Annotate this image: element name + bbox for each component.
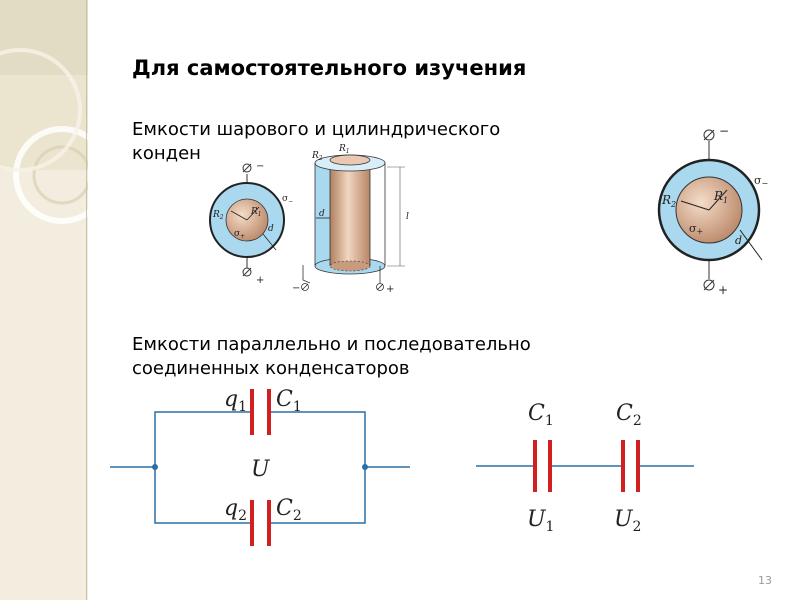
wire-top-right <box>270 411 366 467</box>
capacitor-c2-plate <box>636 440 640 492</box>
sidebar-divider <box>86 0 87 600</box>
wire-bottom-right <box>270 467 366 524</box>
radius-r2 <box>230 210 248 221</box>
terminal-slash <box>242 267 252 277</box>
cylindrical-capacitor: R2 R1 d l − + <box>292 144 409 295</box>
heading-line-truncated: конден <box>132 143 201 164</box>
label-u2: U2 <box>614 507 641 535</box>
terminal-slash <box>703 129 715 141</box>
terminal-slash <box>376 283 384 291</box>
inner-cylinder-top <box>329 154 371 166</box>
minus-sign: − <box>719 124 729 138</box>
inner-cylinder-bottom <box>329 260 371 272</box>
label-q2: q2 <box>224 496 247 524</box>
label-r2: R2 <box>661 193 676 209</box>
label-r1: R1 <box>713 189 728 205</box>
terminal-plus <box>703 279 715 291</box>
terminal-minus <box>703 129 715 141</box>
terminal-minus <box>242 163 252 173</box>
minus-sign: − <box>292 283 300 294</box>
heading-line: Емкости параллельно и последовательно <box>132 334 531 355</box>
label-sigma-minus: σ− <box>282 194 293 205</box>
capacitor-c2-plate <box>250 500 254 546</box>
label-u: U <box>251 457 271 482</box>
plus-sign: + <box>386 284 394 295</box>
label-sigma-plus: σ+ <box>689 222 703 236</box>
radius-r1 <box>246 206 260 221</box>
heading-parallel-series: Емкости параллельно и последовательно со… <box>132 333 531 381</box>
label-c1: C1 <box>276 387 302 415</box>
label-r2: R2 <box>311 151 323 162</box>
plus-sign: + <box>718 283 728 297</box>
radius-r1 <box>708 189 728 211</box>
parallel-circuit: q1 C1 U q2 C2 <box>110 387 410 546</box>
inner-cylinder <box>330 160 370 266</box>
terminal-minus <box>301 283 309 291</box>
capacitor-c1-plate <box>250 389 254 435</box>
label-sigma-minus: σ− <box>754 174 768 188</box>
plus-sign: + <box>256 275 264 286</box>
label-d: d <box>268 224 274 234</box>
terminal-slash <box>703 279 715 291</box>
minus-sign: − <box>256 161 264 172</box>
lead-outer <box>302 265 311 284</box>
heading-line: Емкости шарового и цилиндрического <box>132 119 501 140</box>
capacitor-c1-plate <box>533 440 537 492</box>
terminal-plus <box>376 283 384 291</box>
label-c1: C1 <box>528 401 554 429</box>
label-u1: U1 <box>527 507 554 535</box>
slide-number: 13 <box>758 574 772 587</box>
capacitor-c1-plate <box>267 389 271 435</box>
thickness-arrow <box>262 233 277 251</box>
label-r1: R1 <box>338 144 350 155</box>
label-d: d <box>319 209 325 219</box>
label-c2: C2 <box>276 496 302 524</box>
slide-title: Для самостоятельного изучения <box>132 56 527 80</box>
capacitor-c2-plate <box>621 440 625 492</box>
label-d: d <box>735 234 742 247</box>
outer-cylinder-cutaway <box>370 163 385 266</box>
label-sigma-plus: σ+ <box>234 229 245 240</box>
label-q1: q1 <box>224 387 247 415</box>
heading-spherical-cylindrical: Емкости шарового и цилиндрического конде… <box>132 118 500 166</box>
wire-top-left <box>154 411 252 467</box>
series-circuit: C1 C2 U1 U2 <box>476 401 694 535</box>
thickness-arrow <box>739 229 763 261</box>
decorative-sidebar <box>0 0 88 600</box>
wire-bottom-left <box>154 467 252 524</box>
capacitor-c1-plate <box>548 440 552 492</box>
label-c2: C2 <box>616 401 642 429</box>
terminal-plus <box>242 267 252 277</box>
radius-r2 <box>680 200 710 211</box>
terminal-slash <box>242 163 252 173</box>
decorative-rings <box>0 0 88 600</box>
terminal-slash <box>301 283 309 291</box>
label-r2: R2 <box>212 210 224 221</box>
spherical-capacitor-large: − + R2 R1 σ− σ+ d <box>657 124 768 297</box>
heading-line: соединенных конденсаторов <box>132 358 410 379</box>
label-r1: R1 <box>250 207 262 218</box>
junction-right <box>362 464 368 470</box>
label-l: l <box>406 212 409 222</box>
capacitor-c2-plate <box>267 500 271 546</box>
junction-left <box>152 464 158 470</box>
spherical-capacitor-small: − + R2 R1 σ− σ+ d <box>209 161 293 286</box>
